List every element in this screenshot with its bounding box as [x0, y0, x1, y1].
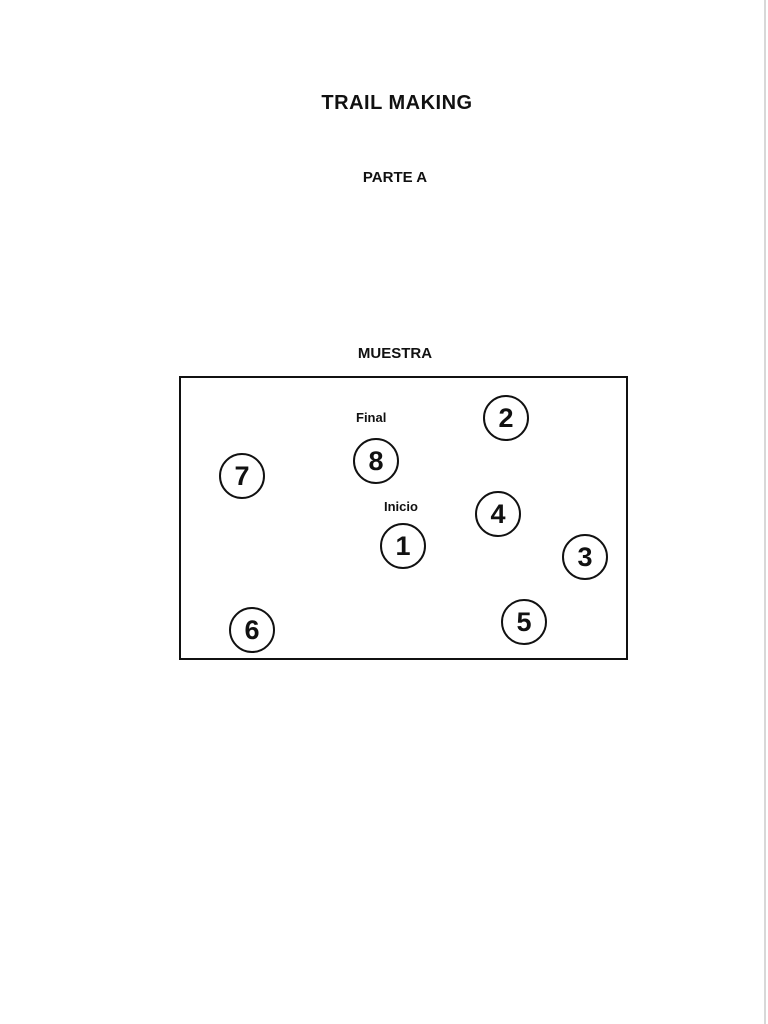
circle-7[interactable]: 7 [219, 453, 265, 499]
circle-2[interactable]: 2 [483, 395, 529, 441]
end-label: Final [356, 410, 387, 425]
circle-1[interactable]: 1 [380, 523, 426, 569]
sample-heading: MUESTRA [357, 345, 433, 362]
part-subtitle: PARTE A [362, 169, 428, 186]
page-edge [764, 0, 766, 1024]
circle-3[interactable]: 3 [562, 534, 608, 580]
start-label: Inicio [384, 499, 418, 514]
circle-4[interactable]: 4 [475, 491, 521, 537]
circle-6[interactable]: 6 [229, 607, 275, 653]
circle-5[interactable]: 5 [501, 599, 547, 645]
page-title: TRAIL MAKING [321, 92, 473, 114]
circle-8[interactable]: 8 [353, 438, 399, 484]
sample-area: Final Inicio 1 2 3 4 5 6 7 8 [179, 376, 628, 660]
